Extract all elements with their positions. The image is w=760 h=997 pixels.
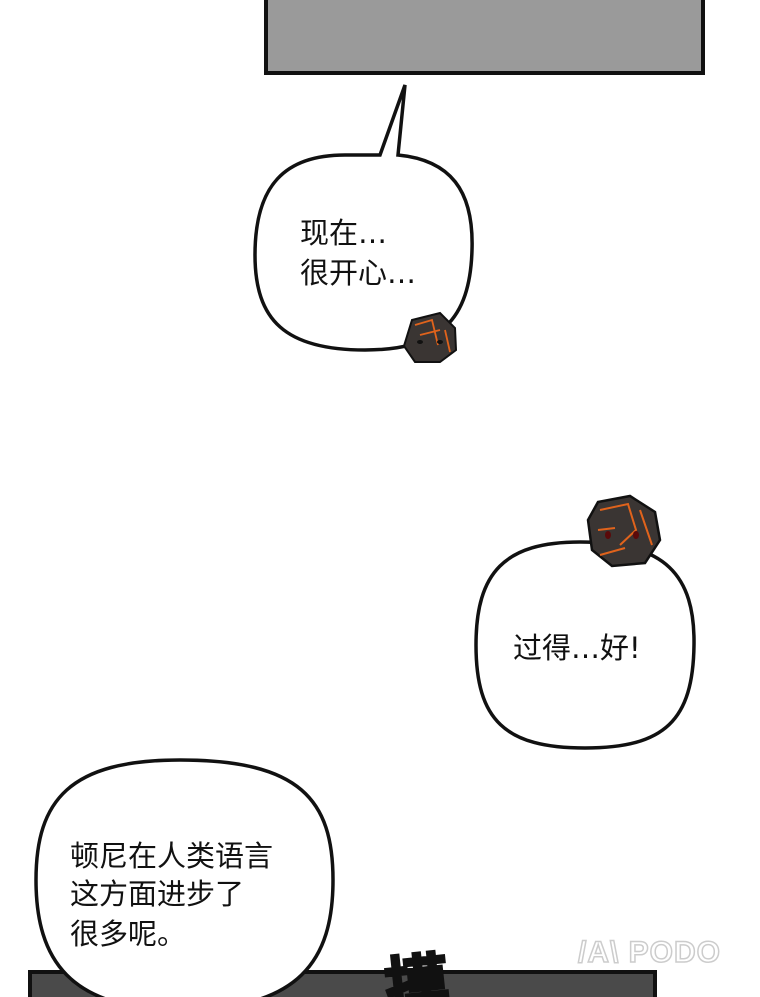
bubble-1-line-2: 很开心… [300, 256, 417, 290]
bubble-1-line-1: 现在… [300, 216, 388, 250]
bubble-3-line-3: 很多呢。 [70, 917, 187, 951]
speech-bubble-3 [34, 758, 335, 997]
bubble-3-line-2: 这方面进步了 [70, 877, 245, 911]
bubble-2-line-1: 过得…好! [513, 631, 641, 665]
watermark-logo: /A\ PODO [577, 935, 722, 970]
top-panel [264, 0, 705, 75]
speech-bubble-2 [474, 540, 696, 750]
rock-creature-large [586, 494, 662, 568]
speech-bubble-1 [253, 84, 474, 352]
bubble-3-line-1: 顿尼在人类语言 [70, 839, 274, 873]
sound-effect: 摸 [380, 944, 454, 997]
rock-creature-small [402, 311, 458, 363]
